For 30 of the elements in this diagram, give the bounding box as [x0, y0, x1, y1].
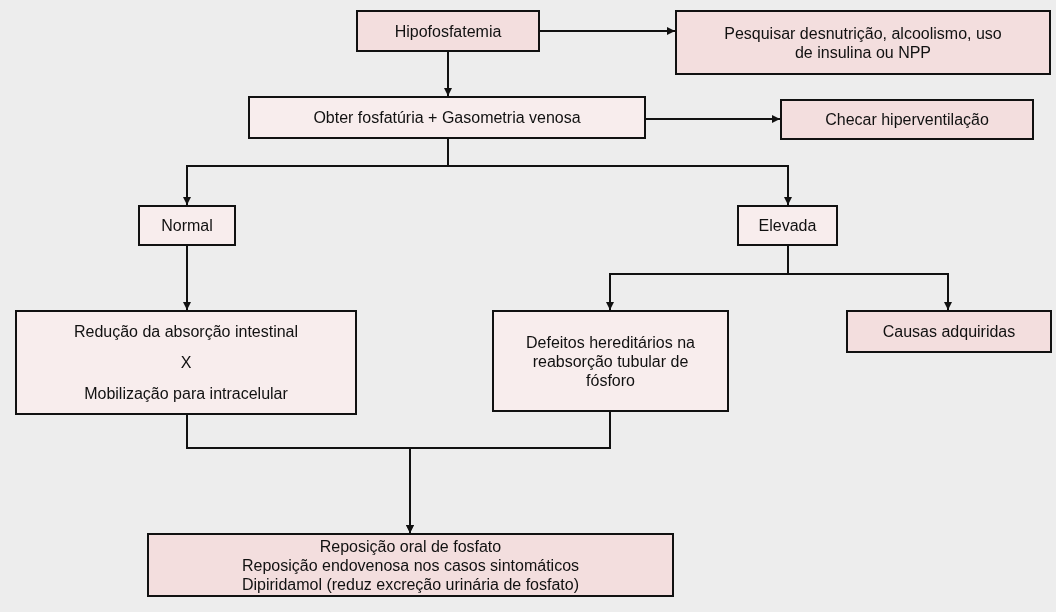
- process-box: [492, 310, 729, 412]
- process-box: [356, 10, 540, 52]
- arrow: [444, 51, 452, 97]
- arrow: [787, 245, 952, 311]
- process-box: [248, 96, 646, 139]
- box-text: Obter fosfatúria + Gasometria venosa: [313, 108, 581, 127]
- box-text: Normal: [161, 216, 213, 235]
- process-box: [138, 205, 236, 246]
- box-text: Defeitos hereditários na reabsorção tubular de fósforo: [525, 332, 696, 390]
- box-text: Causas adquiridas: [882, 322, 1016, 341]
- box-text: Mobilização para intracelular: [84, 384, 288, 403]
- box-text: Pesquisar desnutrição, alcoolismo, uso de insulina ou NPP: [723, 23, 1003, 62]
- box-text: Dipiridamol (reduz excreção urinária de fosfato): [241, 574, 579, 594]
- process-box: [737, 205, 838, 246]
- box-text: Reposição endovenosa nos casos sintomáticos: [241, 555, 580, 575]
- box-text: X: [180, 353, 192, 372]
- arrow: [645, 115, 781, 123]
- arrow: [406, 411, 611, 534]
- box-text: Checar hiperventilação: [825, 110, 989, 129]
- process-box: [147, 533, 674, 597]
- process-box: [675, 10, 1051, 75]
- box-text: Reposição oral de fosfato: [319, 536, 502, 556]
- process-box: [15, 310, 357, 415]
- box-text: Redução da absorção intestinal: [73, 322, 299, 341]
- arrow: [183, 245, 191, 311]
- arrow: [539, 27, 676, 35]
- process-box: [846, 310, 1052, 353]
- box-text: Hipofosfatemia: [394, 21, 502, 41]
- process-box: [780, 99, 1034, 140]
- box-text: Elevada: [758, 216, 817, 235]
